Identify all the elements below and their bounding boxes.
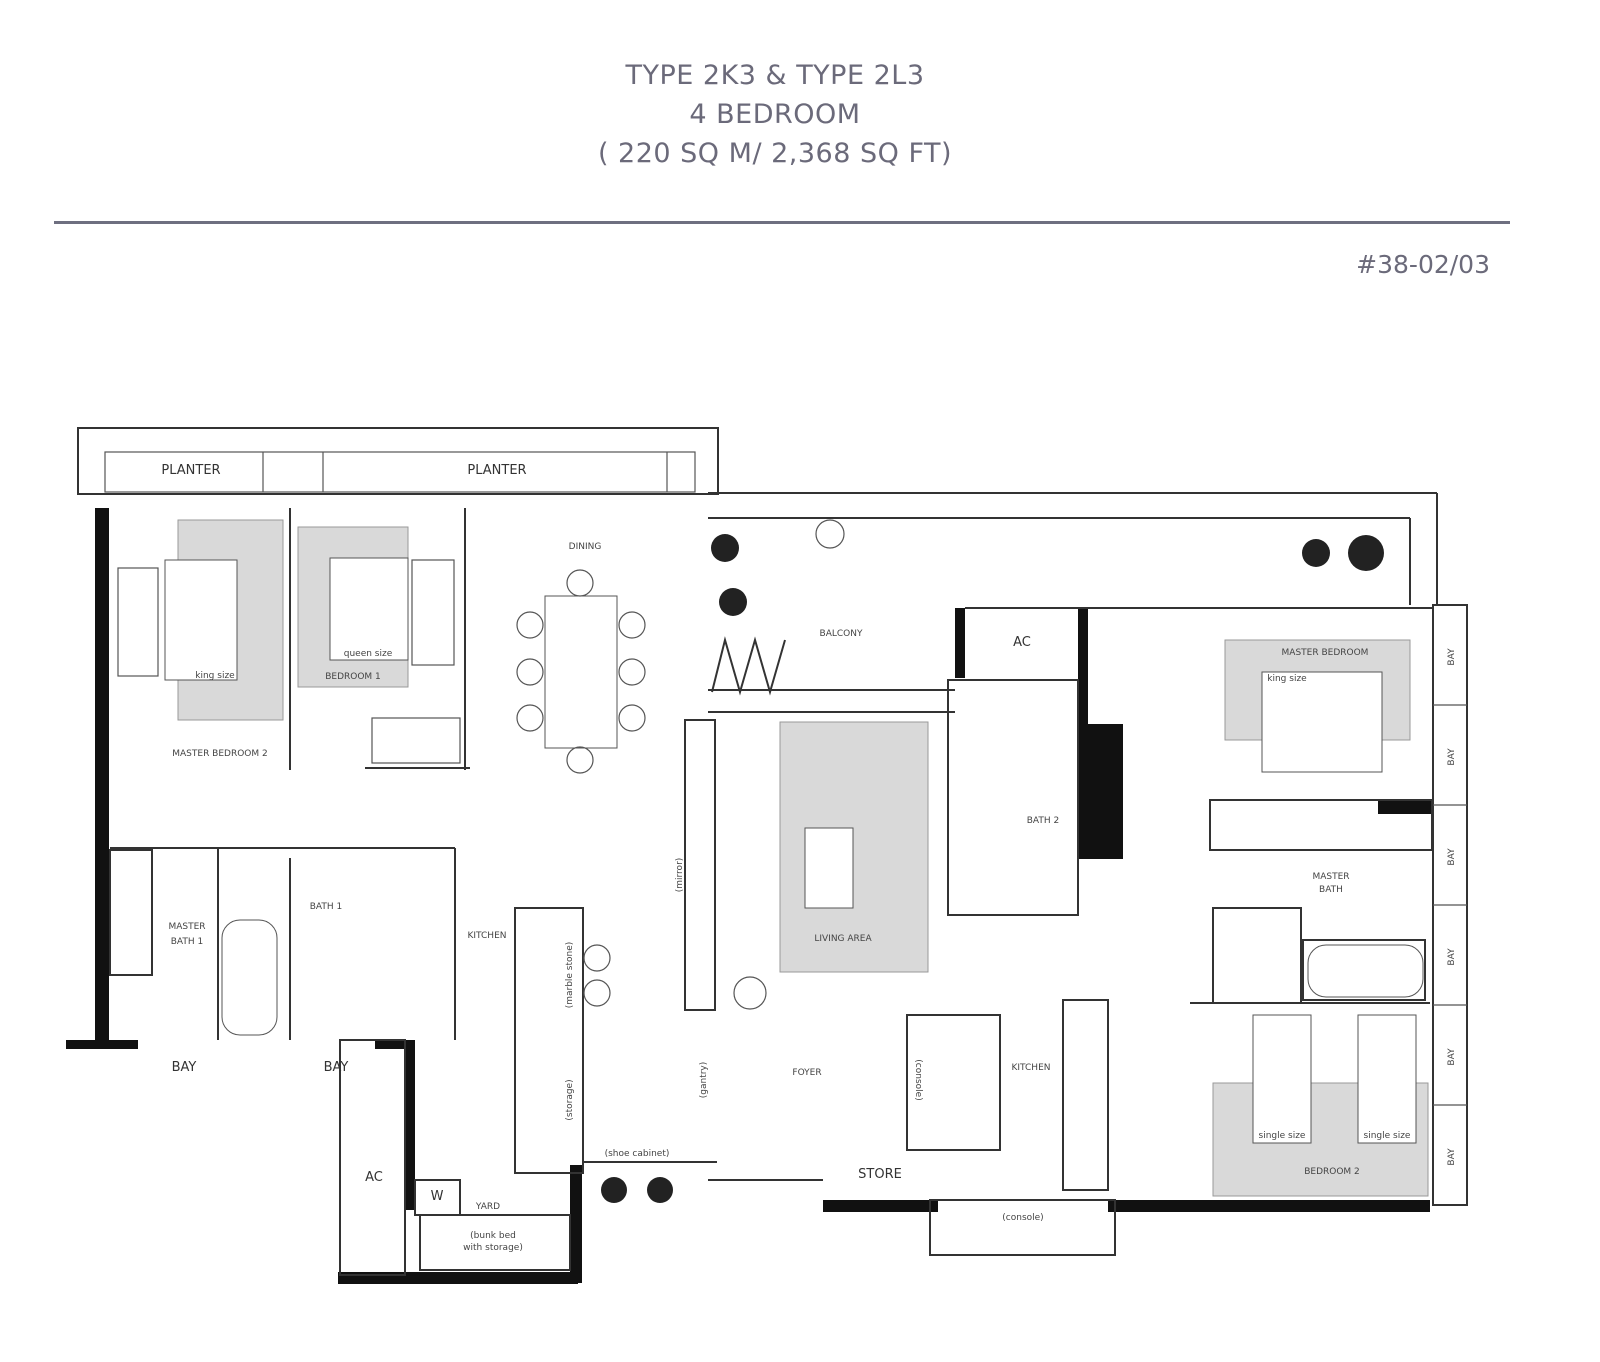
label-master-bedroom-2: MASTER BEDROOM 2: [172, 749, 268, 759]
label-bay-left-1: BAY: [172, 1060, 197, 1075]
label-master-bath: MASTER: [1312, 872, 1349, 882]
label-planter-right: PLANTER: [467, 463, 526, 478]
label-bay-left-2: BAY: [324, 1060, 349, 1075]
label-queen-size: queen size: [344, 649, 393, 659]
label-bath-1: BATH 1: [310, 902, 342, 912]
label-w: W: [431, 1189, 444, 1204]
label-kitchen-left: KITCHEN: [468, 931, 507, 941]
furniture: [117, 519, 1429, 1203]
label-master-bath-1-line2: BATH 1: [171, 937, 203, 947]
label-yard: YARD: [475, 1202, 500, 1212]
label-foyer: FOYER: [792, 1068, 821, 1078]
walls: [66, 427, 1468, 1284]
label-living-area: LIVING AREA: [814, 934, 872, 944]
label-king-size: king size: [195, 671, 235, 681]
label-marble-stone: (marble stone): [565, 942, 575, 1009]
plan-type-title: TYPE 2K3 & TYPE 2L3: [625, 60, 925, 91]
label-kitchen-right: KITCHEN: [1012, 1063, 1051, 1073]
label-master-bath-line2: BATH: [1319, 885, 1343, 895]
label-ac-left: AC: [365, 1170, 383, 1185]
label-balcony: BALCONY: [820, 629, 863, 639]
label-master-bedroom: MASTER BEDROOM: [1282, 648, 1369, 658]
label-dining: DINING: [569, 542, 602, 552]
label-single-size-2: single size: [1364, 1131, 1411, 1141]
label-bunk-bed: (bunk bed: [470, 1231, 516, 1241]
label-console-2: (console): [1002, 1213, 1043, 1223]
label-store: STORE: [858, 1167, 902, 1182]
label-storage: (storage): [565, 1079, 575, 1120]
label-gantry: (gantry): [699, 1062, 709, 1099]
label-single-size-1: single size: [1259, 1131, 1306, 1141]
plants: [601, 534, 1384, 1203]
label-master-bath-1: MASTER: [168, 922, 205, 932]
label-bay-right: BAY: [1447, 848, 1457, 866]
bedroom-count: 4 BEDROOM: [689, 99, 861, 130]
divider: [54, 221, 1510, 224]
area-size: ( 220 SQ M/ 2,368 SQ FT): [597, 138, 953, 169]
label-console-1: (console): [913, 1059, 923, 1100]
room-labels: PLANTER PLANTER DINING king size queen s…: [161, 463, 1457, 1253]
label-bath-2: BATH 2: [1027, 816, 1059, 826]
label-bunk-bed-line2: with storage): [463, 1243, 523, 1253]
label-shoe-cabinet: (shoe cabinet): [605, 1149, 670, 1159]
label-planter-left: PLANTER: [161, 463, 220, 478]
label-ac-right: AC: [1013, 635, 1031, 650]
label-king-size-2: king size: [1267, 674, 1307, 684]
label-bay-right: BAY: [1447, 748, 1457, 766]
label-bay-right: BAY: [1447, 1148, 1457, 1166]
label-bay-right: BAY: [1447, 1048, 1457, 1066]
label-mirror: (mirror): [675, 858, 685, 893]
label-bay-right: BAY: [1447, 648, 1457, 666]
label-bedroom-2: BEDROOM 2: [1304, 1167, 1360, 1177]
label-bay-right: BAY: [1447, 948, 1457, 966]
label-bedroom-1: BEDROOM 1: [325, 672, 381, 682]
unit-number: #38-02/03: [1356, 250, 1490, 279]
